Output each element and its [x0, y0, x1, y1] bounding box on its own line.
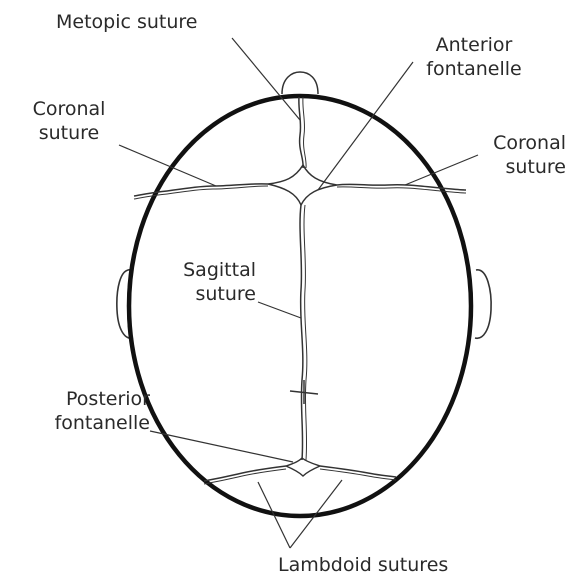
label-sagittal-line1: Sagittal	[152, 258, 256, 282]
posterior-fontanelle	[286, 458, 320, 476]
label-coronal-right: Coronal suture	[470, 131, 566, 179]
label-coronal-right-line2: suture	[470, 155, 566, 179]
label-posterior-line1: Posterior	[4, 387, 150, 411]
sagittal-cross-mark	[290, 380, 318, 404]
metopic-suture	[299, 97, 303, 168]
anterior-fontanelle	[268, 165, 337, 205]
label-coronal-left-line2: suture	[14, 121, 124, 145]
nose	[282, 72, 318, 94]
leader-coronal-right	[405, 155, 478, 185]
label-coronal-left-line1: Coronal	[14, 97, 124, 121]
label-posterior-fontanelle: Posterior fontanelle	[4, 387, 150, 435]
label-anterior-line1: Anterior	[408, 33, 540, 57]
label-metopic-suture: Metopic suture	[56, 10, 198, 34]
label-coronal-right-line1: Coronal	[470, 131, 566, 155]
label-anterior-line2: fontanelle	[408, 57, 540, 81]
lambdoid-suture-right	[320, 466, 396, 477]
leader-coronal-left	[119, 145, 216, 186]
label-sagittal-suture: Sagittal suture	[152, 258, 256, 306]
label-sagittal-line2: suture	[152, 282, 256, 306]
label-coronal-left: Coronal suture	[14, 97, 124, 145]
label-posterior-line2: fontanelle	[4, 411, 150, 435]
right-ear	[475, 270, 491, 338]
label-lambdoid-text: Lambdoid sutures	[278, 553, 514, 577]
leader-anterior-fontanelle	[318, 62, 413, 190]
label-anterior-fontanelle: Anterior fontanelle	[408, 33, 540, 81]
leader-sagittal	[258, 302, 301, 318]
label-metopic-text: Metopic suture	[56, 10, 198, 34]
label-lambdoid-sutures: Lambdoid sutures	[278, 553, 514, 577]
lambdoid-suture-left	[204, 466, 286, 481]
sagittal-suture	[300, 205, 303, 460]
